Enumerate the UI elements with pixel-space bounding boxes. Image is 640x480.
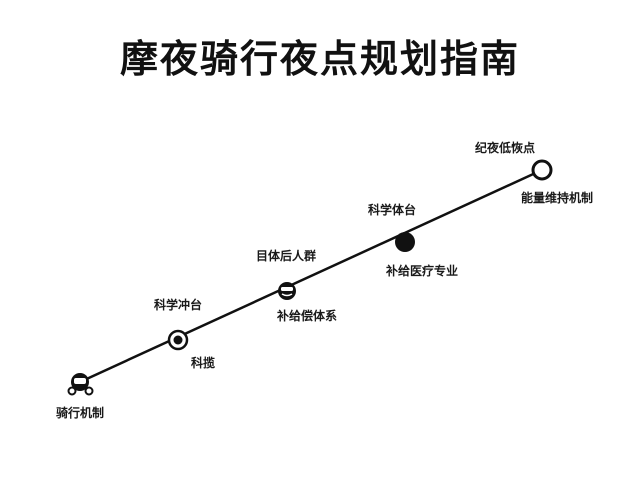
solid-dot-icon bbox=[395, 232, 415, 252]
bike-helmet-icon bbox=[67, 373, 94, 396]
timeline-line bbox=[79, 168, 543, 384]
node-3-below-label: 补给偿体系 bbox=[276, 309, 338, 323]
ring-marker-icon bbox=[167, 329, 189, 351]
face-marker-icon bbox=[278, 282, 296, 300]
node-2-below-label: 科揽 bbox=[190, 356, 216, 370]
node-5-above-label: 纪夜低恢点 bbox=[474, 141, 536, 155]
page-title: 摩夜骑行夜点规划指南 bbox=[119, 37, 520, 81]
node-5-below-label: 能量维持机制 bbox=[520, 191, 594, 205]
node-3-above-label: 目体后人群 bbox=[255, 249, 317, 263]
hollow-end-icon bbox=[531, 159, 553, 181]
node-2-above-label: 科学冲台 bbox=[153, 298, 203, 312]
node-4-above-label: 科学体台 bbox=[367, 203, 417, 217]
node-4-below-label: 补给医疗专业 bbox=[385, 264, 459, 278]
node-1-below-label: 骑行机制 bbox=[55, 406, 105, 420]
